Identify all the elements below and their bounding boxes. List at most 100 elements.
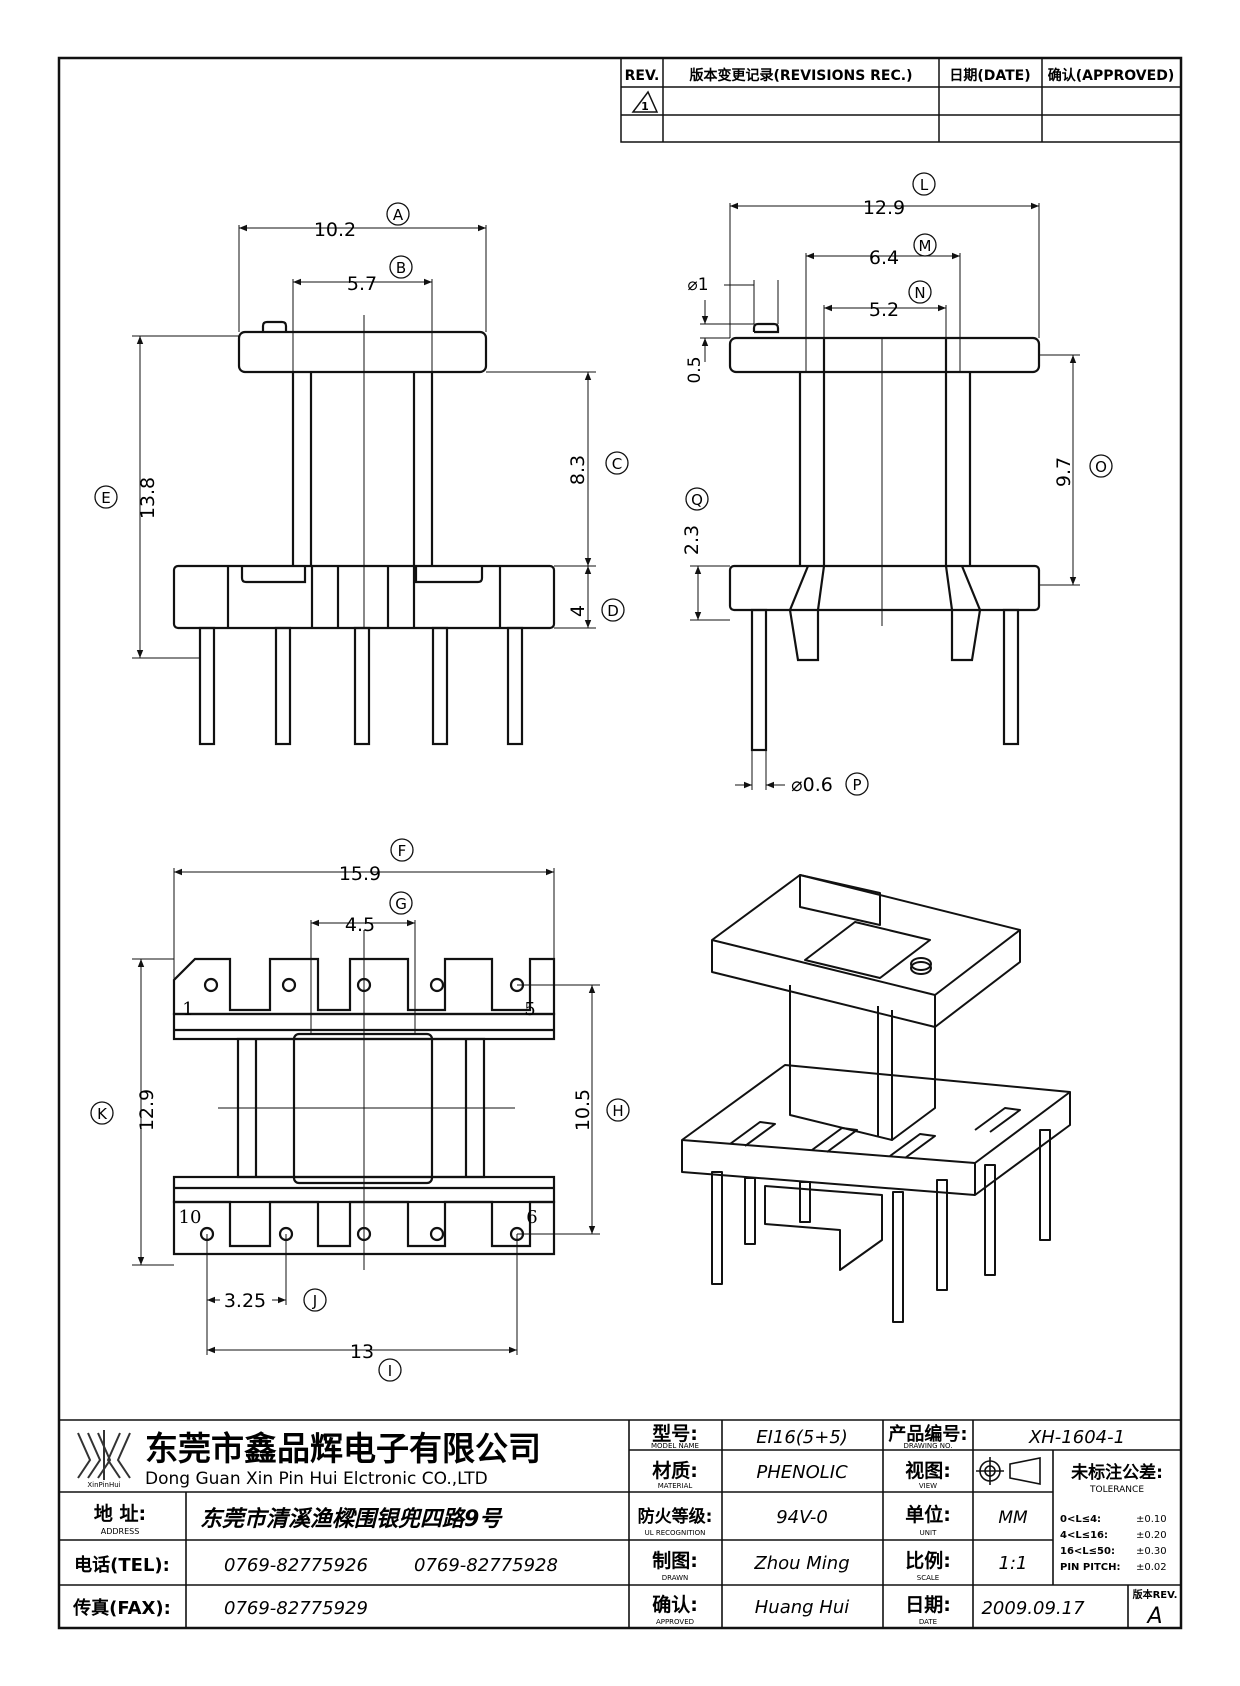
logo-text: XinPinHui	[87, 1481, 120, 1489]
dim-c-label: C	[612, 455, 622, 473]
dim-f-label: F	[398, 842, 407, 860]
tolerance-label: 未标注公差:	[1070, 1462, 1163, 1483]
dim-b-value: 5.7	[347, 273, 377, 295]
material-label: 材质:	[652, 1459, 698, 1482]
side-view	[728, 322, 1041, 752]
approved-label: 确认:	[652, 1593, 698, 1616]
scale-value: 1:1	[999, 1553, 1028, 1574]
dim-n-value: 5.2	[869, 299, 899, 321]
address-label: 地 址:	[94, 1502, 146, 1525]
model-label: 型号:	[652, 1422, 698, 1445]
view-label: 视图:	[905, 1459, 951, 1482]
date-label-en: DATE	[919, 1618, 937, 1626]
tolerance-range-2: 4<L≤16:	[1060, 1530, 1108, 1541]
dim-hole-value: ⌀1	[687, 275, 708, 295]
revision-approved-header: 确认(APPROVED)	[1048, 67, 1174, 84]
tolerance-range-1: 0<L≤4:	[1060, 1514, 1101, 1525]
company-logo	[77, 1430, 131, 1480]
revision-table	[620, 57, 1182, 143]
tolerance-range-4: PIN PITCH:	[1060, 1562, 1120, 1573]
drawn-value: Zhou Ming	[753, 1553, 849, 1574]
pin-label-10: 10	[179, 1207, 202, 1228]
model-value: EI16(5+5)	[756, 1427, 848, 1448]
dim-h-marker	[606, 1098, 630, 1122]
dim-g-label: G	[395, 895, 407, 913]
revision-record-header: 版本变更记录(REVISIONS REC.)	[690, 67, 913, 84]
bottom-dimensions	[132, 868, 600, 1355]
drawn-label: 制图:	[652, 1549, 698, 1572]
dim-c-marker	[605, 451, 629, 475]
unit-value: MM	[998, 1508, 1028, 1528]
pin-label-5: 5	[524, 999, 535, 1020]
date-value: 2009.09.17	[981, 1598, 1085, 1619]
projection-icon	[976, 1457, 1041, 1485]
rev-header: REV.	[625, 68, 660, 84]
rev-value: A	[1145, 1604, 1162, 1629]
unit-label-en: UNIT	[920, 1529, 937, 1537]
front-view	[172, 320, 556, 746]
dim-c-value: 8.3	[567, 455, 589, 485]
dim-q-value: 2.3	[681, 525, 703, 555]
dim-i-marker	[378, 1358, 402, 1382]
dim-l-marker	[912, 172, 936, 196]
dim-a-label: A	[393, 206, 404, 224]
dim-a-value: 10.2	[314, 219, 356, 241]
drawing-no-label-en: DRAWING NO.	[904, 1442, 953, 1450]
company-name-cn: 东莞市鑫品辉电子有限公司	[145, 1429, 541, 1468]
fax-label: 传真(FAX):	[72, 1597, 171, 1619]
dim-d-value: 4	[567, 605, 589, 617]
drawing-no-value: XH-1604-1	[1028, 1427, 1125, 1448]
dim-e-value: 13.8	[137, 477, 159, 519]
dim-m-label: M	[919, 237, 932, 255]
dim-a-marker	[386, 202, 410, 226]
revision-triangle-icon	[631, 90, 659, 113]
dim-g-marker	[389, 891, 413, 915]
sheet-border	[57, 56, 1183, 1630]
dim-i-value: 13	[350, 1341, 374, 1363]
dim-d-label: D	[607, 602, 619, 620]
pin-label-1: 1	[182, 999, 193, 1020]
tolerance-value-4: ±0.02	[1136, 1562, 1167, 1573]
ul-label-en: UL RECOGNITION	[645, 1529, 706, 1537]
tel-label: 电话(TEL):	[74, 1554, 170, 1576]
tolerance-value-1: ±0.10	[1136, 1514, 1167, 1525]
tolerance-label-en: TOLERANCE	[1089, 1485, 1144, 1495]
dim-f-value: 15.9	[339, 863, 381, 885]
tolerance-range-3: 16<L≤50:	[1060, 1546, 1115, 1557]
dim-o-value: 9.7	[1053, 457, 1075, 487]
drawn-label-en: DRAWN	[662, 1574, 689, 1582]
dim-j-value: 3.25	[224, 1290, 266, 1312]
scale-label-en: SCALE	[917, 1574, 939, 1582]
date-label: 日期:	[905, 1594, 951, 1616]
dim-m-marker	[913, 233, 937, 257]
dim-j-marker	[303, 1288, 327, 1312]
tolerance-value-2: ±0.20	[1136, 1530, 1167, 1541]
tel-value-2: 0769-82775928	[414, 1555, 558, 1576]
fax-value: 0769-82775929	[224, 1598, 368, 1619]
dim-q-marker	[685, 487, 709, 511]
material-label-en: MATERIAL	[658, 1482, 693, 1490]
dim-k-label: K	[97, 1105, 108, 1123]
revision-date-header: 日期(DATE)	[949, 68, 1030, 84]
scale-label: 比例:	[905, 1549, 951, 1572]
title-block-grid	[59, 1419, 1181, 1628]
dim-n-label: N	[914, 284, 925, 302]
tolerance-value-3: ±0.30	[1136, 1546, 1167, 1557]
approved-label-en: APPROVED	[656, 1618, 694, 1626]
company-name-en: Dong Guan Xin Pin Hui Elctronic CO.,LTD	[145, 1469, 488, 1489]
approved-value: Huang Hui	[755, 1597, 849, 1618]
dim-b-marker	[389, 255, 413, 279]
dim-o-label: O	[1095, 458, 1107, 476]
dim-b-label: B	[396, 259, 406, 277]
dim-q-label: Q	[691, 491, 703, 509]
address-value: 东莞市清溪渔樑围银兜四路9号	[200, 1506, 503, 1532]
dim-e-marker	[94, 485, 118, 509]
dim-d-marker	[601, 598, 625, 622]
front-dimensions	[132, 224, 596, 659]
dim-k-value: 12.9	[136, 1089, 158, 1131]
dim-l-label: L	[920, 176, 929, 194]
dim-p-label: P	[852, 776, 861, 794]
material-value: PHENOLIC	[756, 1462, 848, 1483]
dim-h-value: 10.5	[572, 1089, 594, 1131]
